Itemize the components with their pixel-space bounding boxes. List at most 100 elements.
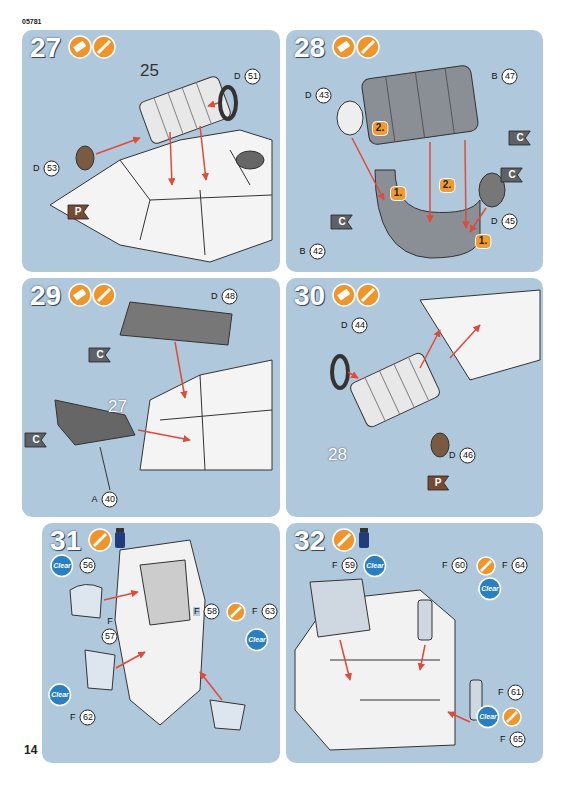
subassembly-ref: 25 [140, 61, 159, 80]
part-letter-holder: D [340, 317, 349, 334]
page-code: 05781 [22, 18, 41, 25]
part-letter-holder: F [101, 617, 118, 626]
part-number: 65 [513, 735, 523, 744]
part-number: 44 [355, 321, 365, 330]
step-number: 28 [294, 34, 325, 62]
order-badge: 2. [439, 178, 455, 193]
part-number: 42 [313, 247, 323, 256]
part-letter-holder: B [490, 68, 498, 85]
sprue-letter: D [304, 91, 313, 100]
clear-badge: Clear [50, 554, 74, 578]
sprue-letter: F [106, 617, 114, 626]
clear-badge: Clear [245, 628, 269, 652]
part-letter-holder: F [69, 709, 77, 726]
clear-badge: Clear [478, 577, 502, 601]
step-number: 31 [50, 527, 81, 555]
part-letter-holder: D [233, 68, 242, 85]
step-panel: 3259FClear60F64FClear61FClear65F [286, 523, 543, 763]
part-callout: 65F [509, 731, 526, 748]
part-number: 46 [463, 451, 473, 460]
order-badge: 1. [390, 186, 406, 201]
paint-flag: P [68, 205, 89, 219]
sprue-letter: F [497, 688, 505, 697]
part-number: 58 [207, 607, 217, 616]
part-number: 57 [105, 632, 115, 641]
part-callout: 64F [511, 557, 528, 574]
clear-label: Clear [481, 585, 499, 592]
paint-flag: P [428, 476, 449, 490]
paint-flag: C [331, 215, 352, 229]
part-letter-holder: F [251, 603, 259, 620]
step31-drawing [70, 540, 245, 730]
part-number: 40 [105, 495, 115, 504]
part-callout: 59F [341, 557, 358, 574]
step-number: 30 [294, 282, 325, 310]
sprue-letter: F [441, 561, 449, 570]
part-callout: 58F [203, 603, 220, 620]
subassembly-ref-holder: 28 [328, 446, 347, 464]
part-callout: 57F [101, 628, 118, 645]
part-letter-holder: F [331, 557, 339, 574]
part-callout: 44D [351, 317, 368, 334]
part-letter-holder: F [441, 557, 449, 574]
step29-drawing [55, 302, 272, 490]
step28-drawing [337, 65, 505, 258]
order-number: 2. [376, 123, 384, 133]
part-number: 64 [515, 561, 525, 570]
step-icons [69, 36, 379, 551]
part-number: 61 [511, 688, 521, 697]
part-number: 45 [505, 217, 515, 226]
sprue-letter: D [32, 164, 41, 173]
step32-drawing [295, 579, 482, 750]
clear-label: Clear [53, 562, 71, 569]
subassembly-ref-holder: 25 [140, 62, 159, 80]
step-panel: 2948DCC40A [22, 278, 280, 517]
subassembly-ref: 27 [108, 397, 127, 416]
clear-badge: Clear [363, 554, 387, 578]
paint-flag: C [501, 168, 522, 182]
part-letter-holder: D [304, 87, 313, 104]
sprue-letter: F [501, 561, 509, 570]
paint-flag: C [89, 348, 110, 362]
part-letter-holder: D [490, 213, 499, 230]
part-letter-holder: A [90, 491, 98, 508]
step-number: 32 [294, 527, 325, 555]
subassembly-ref: 28 [328, 445, 347, 464]
part-letter-holder: D [32, 160, 41, 177]
clear-badge: Clear [48, 683, 72, 707]
part-callout: 43D [315, 87, 332, 104]
clear-label: Clear [366, 562, 384, 569]
order-number: 2. [443, 180, 451, 190]
part-number: 53 [47, 164, 57, 173]
paint-code: C [96, 350, 103, 360]
part-number: 59 [345, 561, 355, 570]
page-code-holder: 05781 [22, 10, 41, 28]
part-callout: 42B [309, 243, 326, 260]
paint-flag: C [25, 433, 46, 447]
part-letter-holder: F [193, 603, 201, 620]
paint-code: C [516, 133, 523, 143]
part-callout: 51D [244, 68, 261, 85]
part-callout: 62F [79, 709, 96, 726]
order-badge: 1. [475, 234, 491, 249]
part-number: 63 [265, 607, 275, 616]
part-number: 47 [505, 72, 515, 81]
part-callout: 63F [261, 603, 278, 620]
sprue-letter: D [233, 72, 242, 81]
part-number: 43 [319, 91, 329, 100]
paint-code: C [508, 170, 515, 180]
order-badge: 2. [372, 121, 388, 136]
part-callout: 48D [221, 288, 238, 305]
step-number: 27 [30, 34, 61, 62]
step-panel: 2843D2.47BCC2.1.C45D1.42B [286, 30, 543, 272]
subassembly-ref-holder: 27 [108, 398, 127, 416]
sprue-letter: A [90, 495, 98, 504]
sprue-letter: B [298, 247, 306, 256]
part-number: 48 [225, 292, 235, 301]
sprue-letter: B [490, 72, 498, 81]
part-number: 60 [455, 561, 465, 570]
part-letter-holder: F [501, 557, 509, 574]
part-callout: 53D [43, 160, 60, 177]
paint-code: P [75, 207, 82, 217]
step-panel: 30 44D 46 D P [286, 278, 543, 517]
